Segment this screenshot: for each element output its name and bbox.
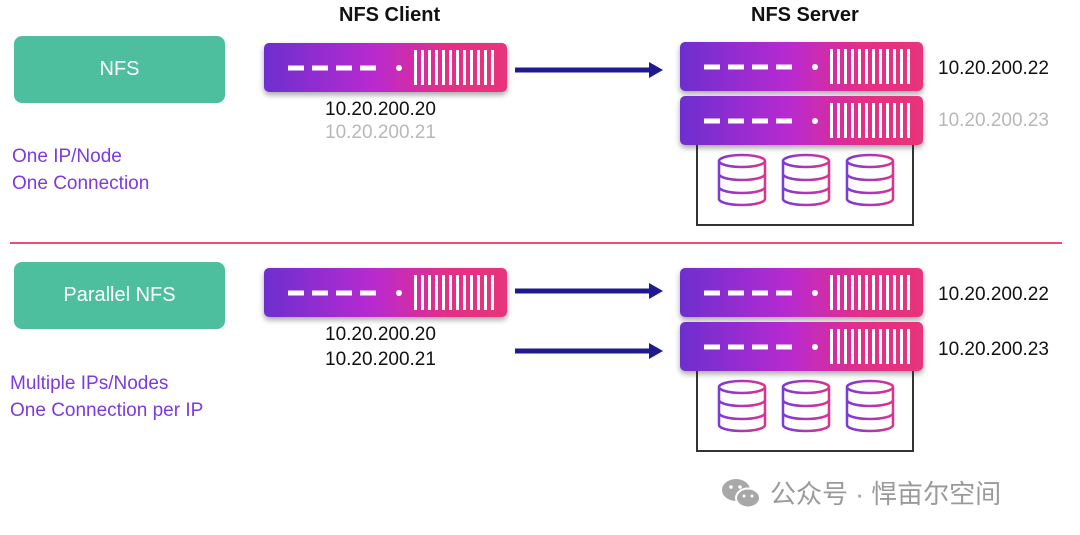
pnfs-server-ip-1: 10.20.200.22	[938, 284, 1049, 305]
nfs-desc-line2: One Connection	[12, 173, 150, 194]
disk-stack-icon	[717, 379, 767, 433]
pnfs-badge: Parallel NFS	[14, 262, 225, 329]
pnfs-server-ip-2: 10.20.200.23	[938, 339, 1049, 360]
watermark-text: 公众号 · 悍亩尔空间	[770, 479, 1002, 509]
pnfs-connection-arrow-1	[515, 283, 663, 299]
nfs-server-ip-inactive: 10.20.200.23	[938, 110, 1049, 131]
disk-stack-icon	[781, 379, 831, 433]
pnfs-client-ip-2: 10.20.200.21	[325, 349, 436, 370]
nfs-client-server-unit	[264, 43, 507, 92]
nfs-connection-arrow	[515, 62, 663, 78]
nfs-server-unit-1	[680, 42, 923, 91]
nfs-server-header: NFS Server	[751, 4, 859, 26]
pnfs-desc-line1: Multiple IPs/Nodes	[10, 373, 169, 394]
pnfs-connection-arrow-2	[515, 343, 663, 359]
disk-stack-icon	[781, 153, 831, 207]
nfs-storage-enclosure	[696, 145, 914, 226]
nfs-server-ip-active: 10.20.200.22	[938, 58, 1049, 79]
disk-stack-icon	[845, 379, 895, 433]
pnfs-client-server-unit	[264, 268, 507, 317]
nfs-desc-line1: One IP/Node	[12, 146, 122, 167]
wechat-icon	[722, 478, 761, 508]
nfs-client-ip-inactive: 10.20.200.21	[325, 122, 436, 143]
pnfs-description: Multiple IPs/Nodes One Connection per IP	[10, 370, 203, 424]
nfs-client-header: NFS Client	[339, 4, 441, 26]
disk-stack-icon	[717, 153, 767, 207]
disk-stack-icon	[845, 153, 895, 207]
pnfs-client-ip-1: 10.20.200.20	[325, 324, 436, 345]
nfs-server-unit-2	[680, 96, 923, 145]
nfs-client-ip-active: 10.20.200.20	[325, 99, 436, 120]
pnfs-desc-line2: One Connection per IP	[10, 400, 204, 421]
pnfs-storage-enclosure	[696, 371, 914, 452]
nfs-description: One IP/Node One Connection	[12, 143, 149, 197]
section-divider	[10, 242, 1062, 244]
pnfs-server-unit-1	[680, 268, 923, 317]
watermark: 公众号 · 悍亩尔空间	[720, 474, 1001, 511]
pnfs-server-unit-2	[680, 322, 923, 371]
nfs-badge: NFS	[14, 36, 225, 103]
